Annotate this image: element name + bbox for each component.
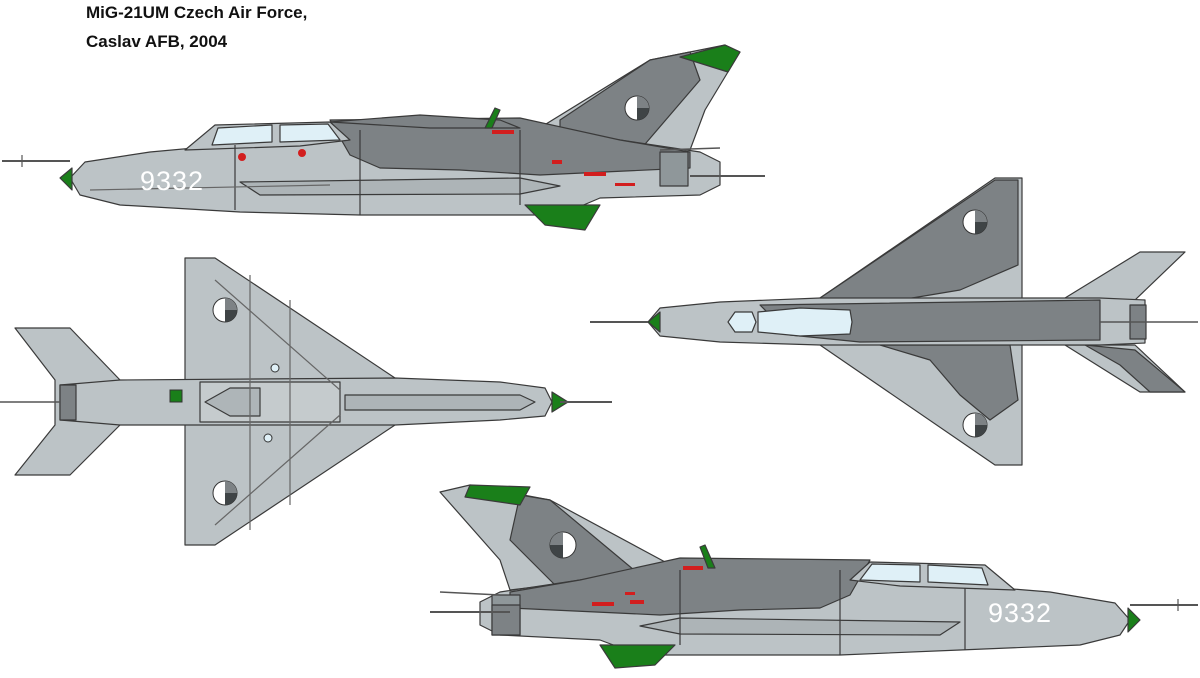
caption-title: MiG-21UM Czech Air Force, (86, 3, 308, 22)
czech-roundel-icon (624, 95, 650, 121)
czech-roundel-icon (212, 480, 238, 506)
red-stencil-markings (592, 566, 703, 606)
red-stencil-markings (238, 130, 635, 186)
czech-roundel-icon (962, 412, 988, 438)
green-light-marker (169, 389, 183, 403)
serial-number-right: 9332 (988, 598, 1052, 628)
czech-roundel-icon (962, 209, 988, 235)
serial-number-left: 9332 (140, 166, 204, 196)
caption-subtitle: Caslav AFB, 2004 (86, 32, 228, 51)
czech-roundel-icon (549, 531, 577, 559)
czech-roundel-icon (212, 297, 238, 323)
